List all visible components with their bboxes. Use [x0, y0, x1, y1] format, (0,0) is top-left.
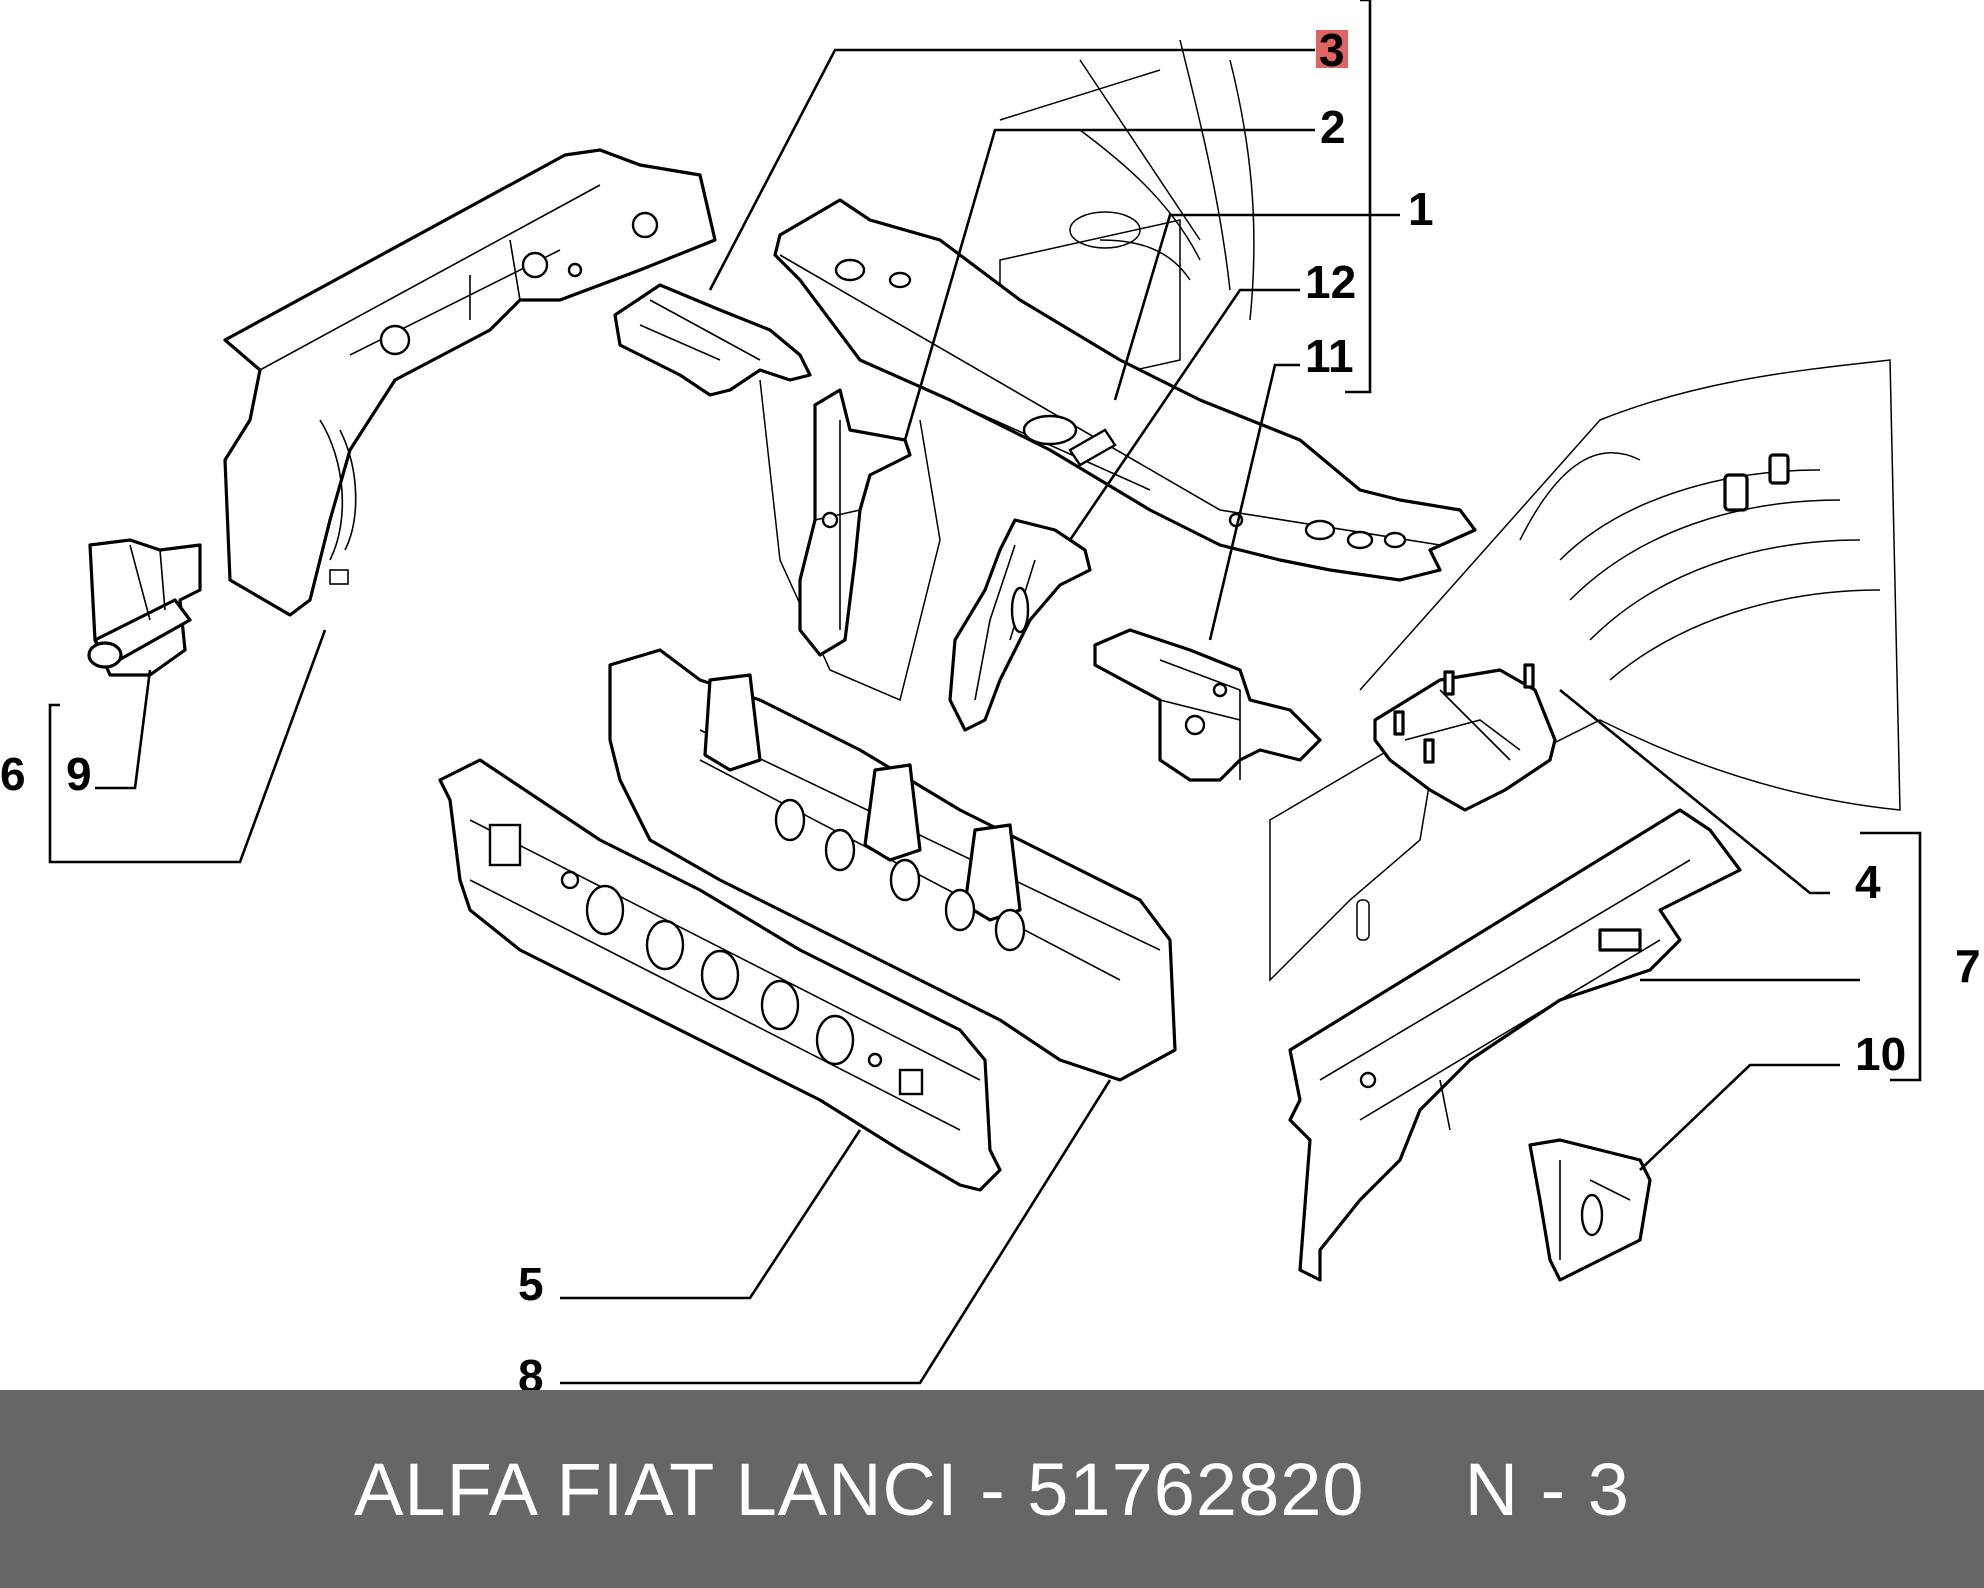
callout-4[interactable]: 4 — [1855, 856, 1881, 908]
part-6-left-rail — [223, 148, 717, 617]
callout-12[interactable]: 12 — [1305, 256, 1356, 308]
callout-1[interactable]: 1 — [1408, 183, 1434, 235]
callout-8[interactable]: 8 — [518, 1350, 544, 1390]
exploded-parts-diagram: 3 2 1 12 11 6 9 4 7 10 5 8 — [0, 0, 1981, 1390]
part-4-bracket — [1373, 663, 1557, 812]
callout-5[interactable]: 5 — [518, 1258, 544, 1310]
part-7-right-rail — [1288, 808, 1742, 1282]
callout-3-highlight — [1316, 30, 1348, 68]
callout-6[interactable]: 6 — [0, 748, 26, 800]
callout-3[interactable]: 3 — [1319, 24, 1345, 76]
part-10-bracket — [1528, 1138, 1652, 1282]
footer-ref: N - 3 — [1464, 1447, 1630, 1531]
footer-part-number: ALFA FIAT LANCI - 51762820 — [354, 1447, 1365, 1531]
part-3-bracket-left — [613, 283, 812, 397]
part-2-upright — [798, 388, 912, 657]
part-5-beam — [438, 758, 1002, 1192]
callout-7[interactable]: 7 — [1955, 940, 1981, 992]
callout-11[interactable]: 11 — [1305, 330, 1354, 382]
callout-9[interactable]: 9 — [66, 748, 92, 800]
leader-lines — [48, 0, 1922, 1385]
part-3-upper-crossmember — [773, 198, 1477, 582]
callout-labels: 3 2 1 12 11 6 9 4 7 10 5 8 — [0, 24, 1981, 1390]
wheel-arch-background — [1269, 359, 1901, 982]
part-9-bracket — [87, 538, 202, 677]
part-12-bracket — [948, 518, 1092, 732]
callout-2[interactable]: 2 — [1320, 101, 1346, 153]
part-8-beam — [608, 648, 1177, 1082]
part-11-support — [1093, 628, 1322, 782]
callout-10[interactable]: 10 — [1855, 1028, 1906, 1080]
footer-banner: ALFA FIAT LANCI - 51762820 N - 3 — [0, 1390, 1984, 1588]
